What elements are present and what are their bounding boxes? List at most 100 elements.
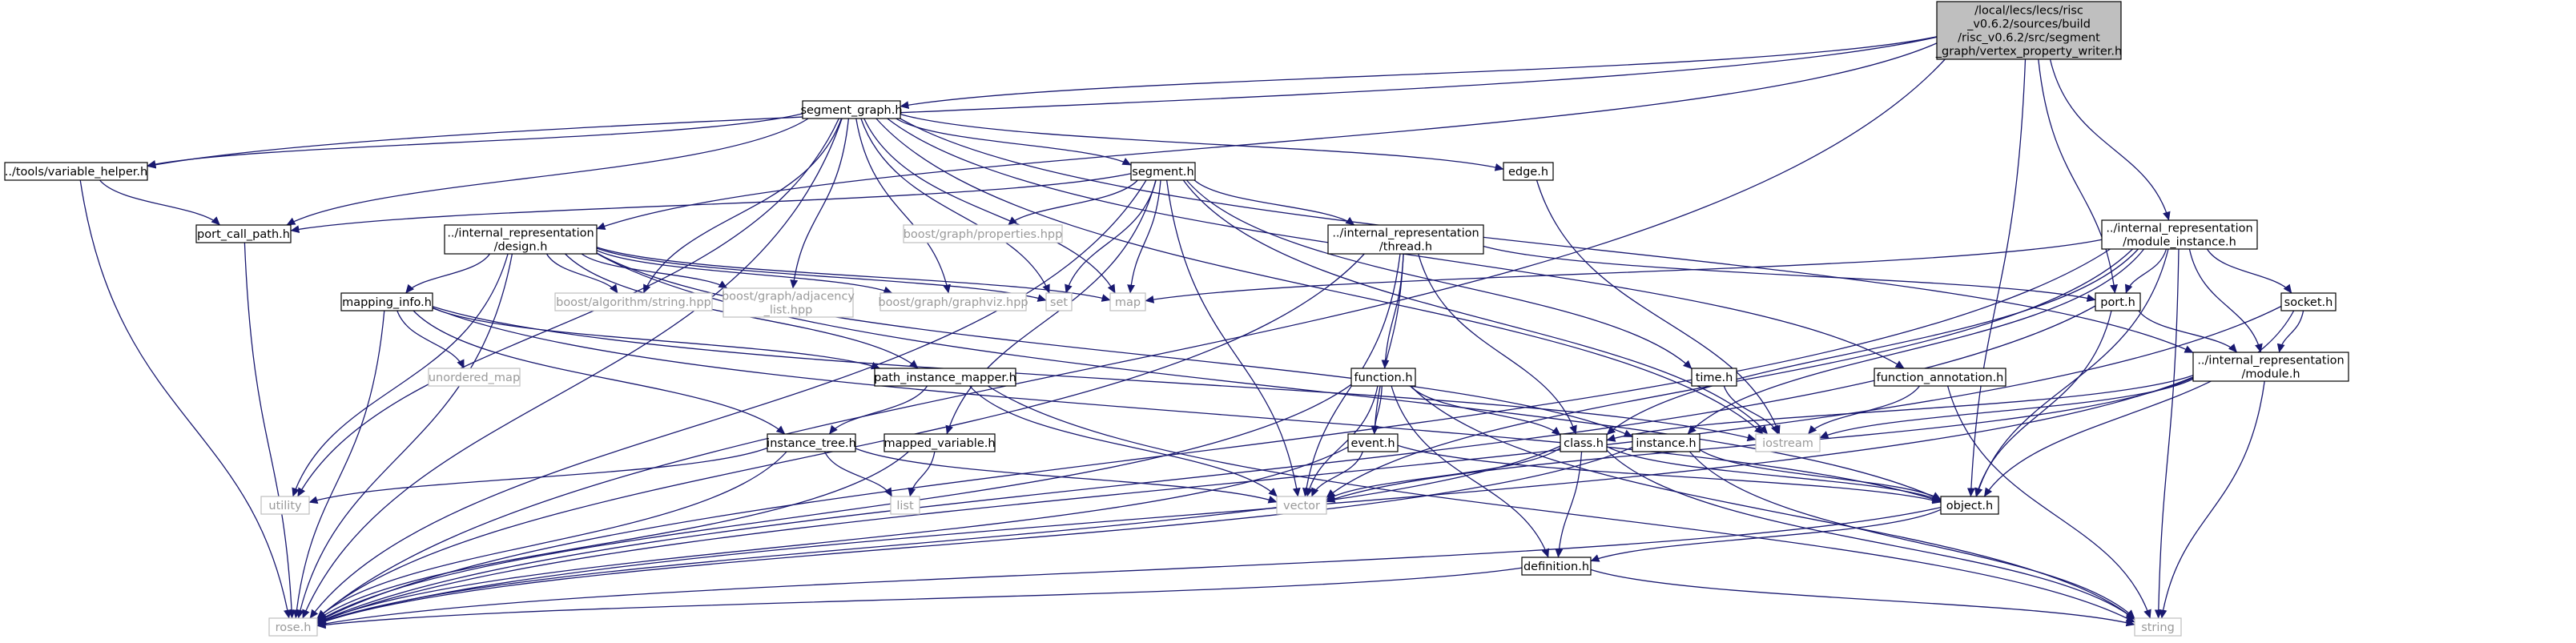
edge-segment_graph-to-graphviz_hpp [855,118,951,294]
node-box [874,368,1016,387]
node-string: string [2134,617,2182,637]
edge-module_instance-to-map [1145,239,2103,303]
node-label: mapping_info.h [342,296,432,309]
edge-socket-to-object [1983,310,2295,497]
edge-module_instance-to-object [1974,248,2169,497]
node-instance-tree[interactable]: instance_tree.h [767,433,856,452]
edge-module-to-class [1606,375,2194,442]
edge-class-to-string [1606,449,2135,621]
edge-event-to-rose [316,446,1349,624]
edge-event-to-object [1397,444,1942,504]
node-label: map [1115,296,1141,309]
node-label: function.h [1354,372,1412,384]
edge-root-to-module_instance [2049,58,2171,221]
node-properties-hpp: boost/graph/properties.hpp [903,224,1063,243]
edge-root-to-design [596,42,1938,230]
node-port-call-path[interactable]: port_call_path.h [195,224,292,243]
node-segment[interactable]: segment.h [1130,162,1196,181]
node-rose: rose.h [268,617,318,637]
node-module-instance[interactable]: ../internal_representation/module_instan… [2101,219,2258,250]
node-label: function_annotation.h [1877,372,2004,384]
edge-segment_graph-to-variable_helper [147,113,803,168]
node-root[interactable]: /local/lecs/lecs/risc_v0.6.2/sources/bui… [1935,1,2122,60]
edge-path_instance_mapper-to-vector [969,385,1278,497]
node-adjacency-hpp: boost/graph/adjacency_list.hpp [722,287,855,318]
edge-segment_graph-to-rose [302,118,843,619]
node-function[interactable]: function.h [1350,368,1416,387]
edge-function-to-class [1410,385,1561,436]
edge-segment-to-set [1065,179,1157,294]
node-socket[interactable]: socket.h [2280,292,2337,311]
node-mapping-info[interactable]: mapping_info.h [340,292,433,311]
edge-design-to-adjacency_hpp [581,253,728,289]
node-string-hpp: boost/algorithm/string.hpp [554,292,713,311]
node-thread[interactable]: ../internal_representation/thread.h [1327,224,1484,255]
node-map: map [1109,292,1146,311]
edge-variable_helper-to-rose [79,179,292,619]
node-label: ../internal_representation [1332,227,1479,239]
node-variable-helper[interactable]: ../tools/variable_helper.h [4,162,148,181]
node-label: /local/lecs/lecs/risc [1974,4,2083,17]
edge-function_annotation-to-string [1946,385,2151,619]
node-port[interactable]: port.h [2095,292,2141,311]
edge-segment-to-properties_hpp [1008,179,1138,226]
edge-segment-to-mapped_variable [945,179,1157,435]
node-segment-graph[interactable]: segment_graph.h [800,100,903,119]
node-set: set [1045,292,1073,311]
node-mapped-variable[interactable]: mapped_variable.h [883,433,996,452]
edge-edge-to-iostream [1536,179,1781,435]
node-label: path_instance_mapper.h [874,372,1016,384]
edge-instance-to-string [1688,451,2135,619]
edge-segment-to-vector [1165,179,1301,497]
node-label: vector [1283,500,1320,512]
node-edge[interactable]: edge.h [1503,162,1554,181]
node-label: ../internal_representation [2197,354,2344,367]
edge-class-to-rose [316,445,1561,625]
node-box [1503,162,1554,181]
edge-function-to-rose [316,384,1352,622]
node-box [879,292,1027,311]
node-box [1327,224,1484,255]
node-time[interactable]: time.h [1691,368,1737,387]
nodes-layer: /local/lecs/lecs/risc_v0.6.2/sources/bui… [4,1,2349,637]
node-definition[interactable]: definition.h [1521,557,1592,576]
node-label: _graph/vertex_property_writer.h [1935,45,2122,58]
node-box [444,224,598,255]
edge-segment-to-rose [309,179,1147,619]
node-label: /module.h [2241,368,2300,380]
edge-port_call_path-to-rose [244,242,296,619]
node-label: set [1050,296,1068,309]
node-class[interactable]: class.h [1560,433,1608,452]
edge-root-to-rose [316,58,1946,620]
node-box [2101,219,2258,250]
node-event[interactable]: event.h [1347,433,1399,452]
node-instance[interactable]: instance.h [1632,433,1701,452]
edge-mapping_info-to-path_instance_mapper [432,307,880,370]
edge-segment_graph-to-utility [297,118,839,497]
edge-module_instance-to-rose [316,248,2111,623]
edge-instance_tree-to-list [823,451,893,497]
node-box [260,496,310,515]
node-label: boost/graph/adjacency [722,290,855,303]
node-label: boost/graph/properties.hpp [904,228,1063,241]
edge-instance_tree-to-vector [855,448,1278,504]
node-label: event.h [1350,437,1395,450]
node-box [1109,292,1146,311]
node-object[interactable]: object.h [1940,496,1999,515]
node-box [890,496,920,515]
node-box [1130,162,1196,181]
node-label: /module_instance.h [2123,235,2236,248]
node-design[interactable]: ../internal_representation/design.h [444,224,598,255]
edge-segment_graph-to-segment [896,118,1132,166]
edge-module-to-string [2159,380,2265,619]
edge-instance_tree-to-utility [308,447,768,504]
node-box [903,224,1063,243]
edge-instance-to-rose [316,447,1633,625]
edge-thread-to-event [1371,253,1404,435]
node-function-annotation[interactable]: function_annotation.h [1874,368,2006,387]
node-module[interactable]: ../internal_representation/module.h [2192,352,2349,382]
node-path-instance-mapper[interactable]: path_instance_mapper.h [874,368,1016,387]
node-box [722,287,854,318]
edge-object-to-rose [316,506,1942,628]
